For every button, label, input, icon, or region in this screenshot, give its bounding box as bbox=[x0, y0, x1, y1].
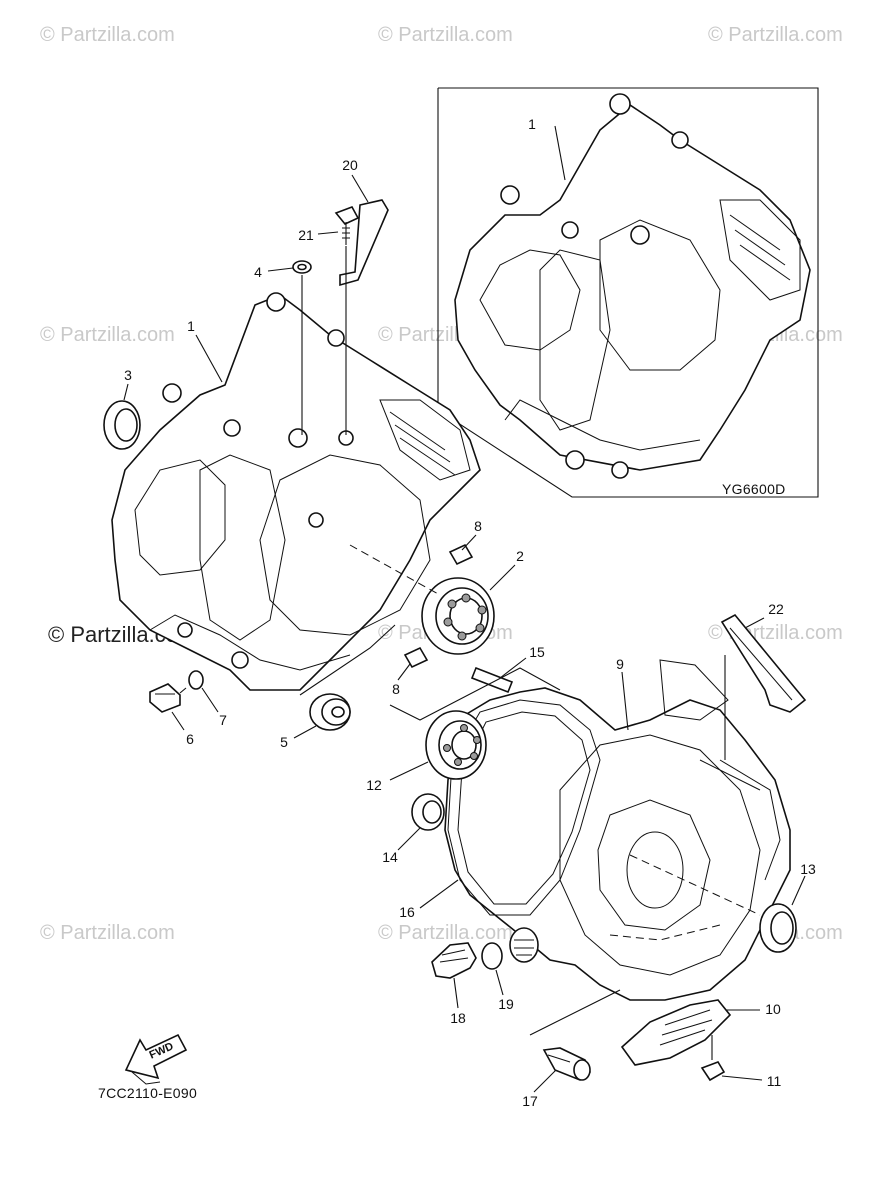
watermark: © Partzilla.com bbox=[378, 922, 513, 944]
dowel-pin-8a bbox=[448, 543, 474, 566]
callout-6: 6 bbox=[186, 731, 194, 747]
inset-leader-1 bbox=[554, 125, 566, 181]
bearing-12 bbox=[425, 710, 487, 780]
bracket-22 bbox=[720, 613, 807, 713]
gasket-16 bbox=[447, 699, 601, 916]
callout-12: 12 bbox=[366, 777, 382, 793]
callout-4: 4 bbox=[254, 264, 262, 280]
bolt-17 bbox=[542, 1047, 591, 1081]
bolt-21 bbox=[334, 206, 360, 245]
callout-21: 21 bbox=[298, 227, 314, 243]
bolt-11 bbox=[700, 1035, 726, 1082]
watermark: © Partzilla.com bbox=[40, 24, 175, 46]
watermark: © Partzilla.com bbox=[40, 922, 175, 944]
spring-plug bbox=[509, 927, 539, 963]
callout-1: 1 bbox=[187, 318, 195, 334]
callout-8: 8 bbox=[392, 681, 400, 697]
cap-18 bbox=[431, 942, 477, 979]
bearing-5 bbox=[309, 693, 351, 731]
oil-seal-3 bbox=[103, 400, 141, 450]
callout-13: 13 bbox=[800, 861, 816, 877]
callout-22: 22 bbox=[768, 601, 784, 617]
axis-line-cover bbox=[629, 854, 761, 916]
inset-callout-1: 1 bbox=[528, 116, 536, 132]
inset-frame bbox=[437, 87, 819, 498]
callout-5: 5 bbox=[280, 734, 288, 750]
callout-18: 18 bbox=[450, 1010, 466, 1026]
watermark: © Partzilla.com bbox=[708, 24, 843, 46]
plate-20 bbox=[339, 199, 389, 287]
oil-seal-13 bbox=[759, 903, 797, 953]
guide-bolt-17 bbox=[529, 989, 621, 1036]
callout-3: 3 bbox=[124, 367, 132, 383]
callout-8: 8 bbox=[474, 518, 482, 534]
inset-crankcase bbox=[454, 93, 811, 479]
callout-20: 20 bbox=[342, 157, 358, 173]
washer-4 bbox=[292, 260, 312, 274]
callout-15: 15 bbox=[529, 644, 545, 660]
callout-14: 14 bbox=[382, 849, 398, 865]
gasket-7 bbox=[188, 670, 204, 690]
o-ring-19 bbox=[481, 942, 503, 970]
bolt-6 bbox=[149, 683, 187, 713]
callout-10: 10 bbox=[765, 1001, 781, 1017]
seal-14 bbox=[411, 793, 445, 831]
callout-7: 7 bbox=[219, 712, 227, 728]
bearing-2 bbox=[421, 577, 495, 655]
fwd-arrow-icon bbox=[124, 1033, 188, 1085]
leader-lines bbox=[123, 174, 806, 1093]
cover-10 bbox=[620, 999, 732, 1066]
axis-line bbox=[349, 544, 441, 596]
inset-model-code: YG6600D bbox=[722, 481, 786, 497]
callout-11: 11 bbox=[766, 1073, 782, 1089]
guide-bearing-5 bbox=[299, 624, 396, 696]
guide-pin-15 bbox=[389, 667, 561, 721]
callout-2: 2 bbox=[516, 548, 524, 564]
callout-17: 17 bbox=[522, 1093, 538, 1109]
callout-16: 16 bbox=[399, 904, 415, 920]
pin-15 bbox=[470, 666, 514, 694]
dowel-pin-8b bbox=[403, 646, 429, 669]
watermark: © Partzilla.com bbox=[378, 24, 513, 46]
crankcase-assembly bbox=[111, 292, 481, 691]
callout-19: 19 bbox=[498, 996, 514, 1012]
diagram-code: 7CC2110-E090 bbox=[98, 1085, 198, 1101]
callout-9: 9 bbox=[616, 656, 624, 672]
watermark: © Partzilla.com bbox=[40, 324, 175, 346]
